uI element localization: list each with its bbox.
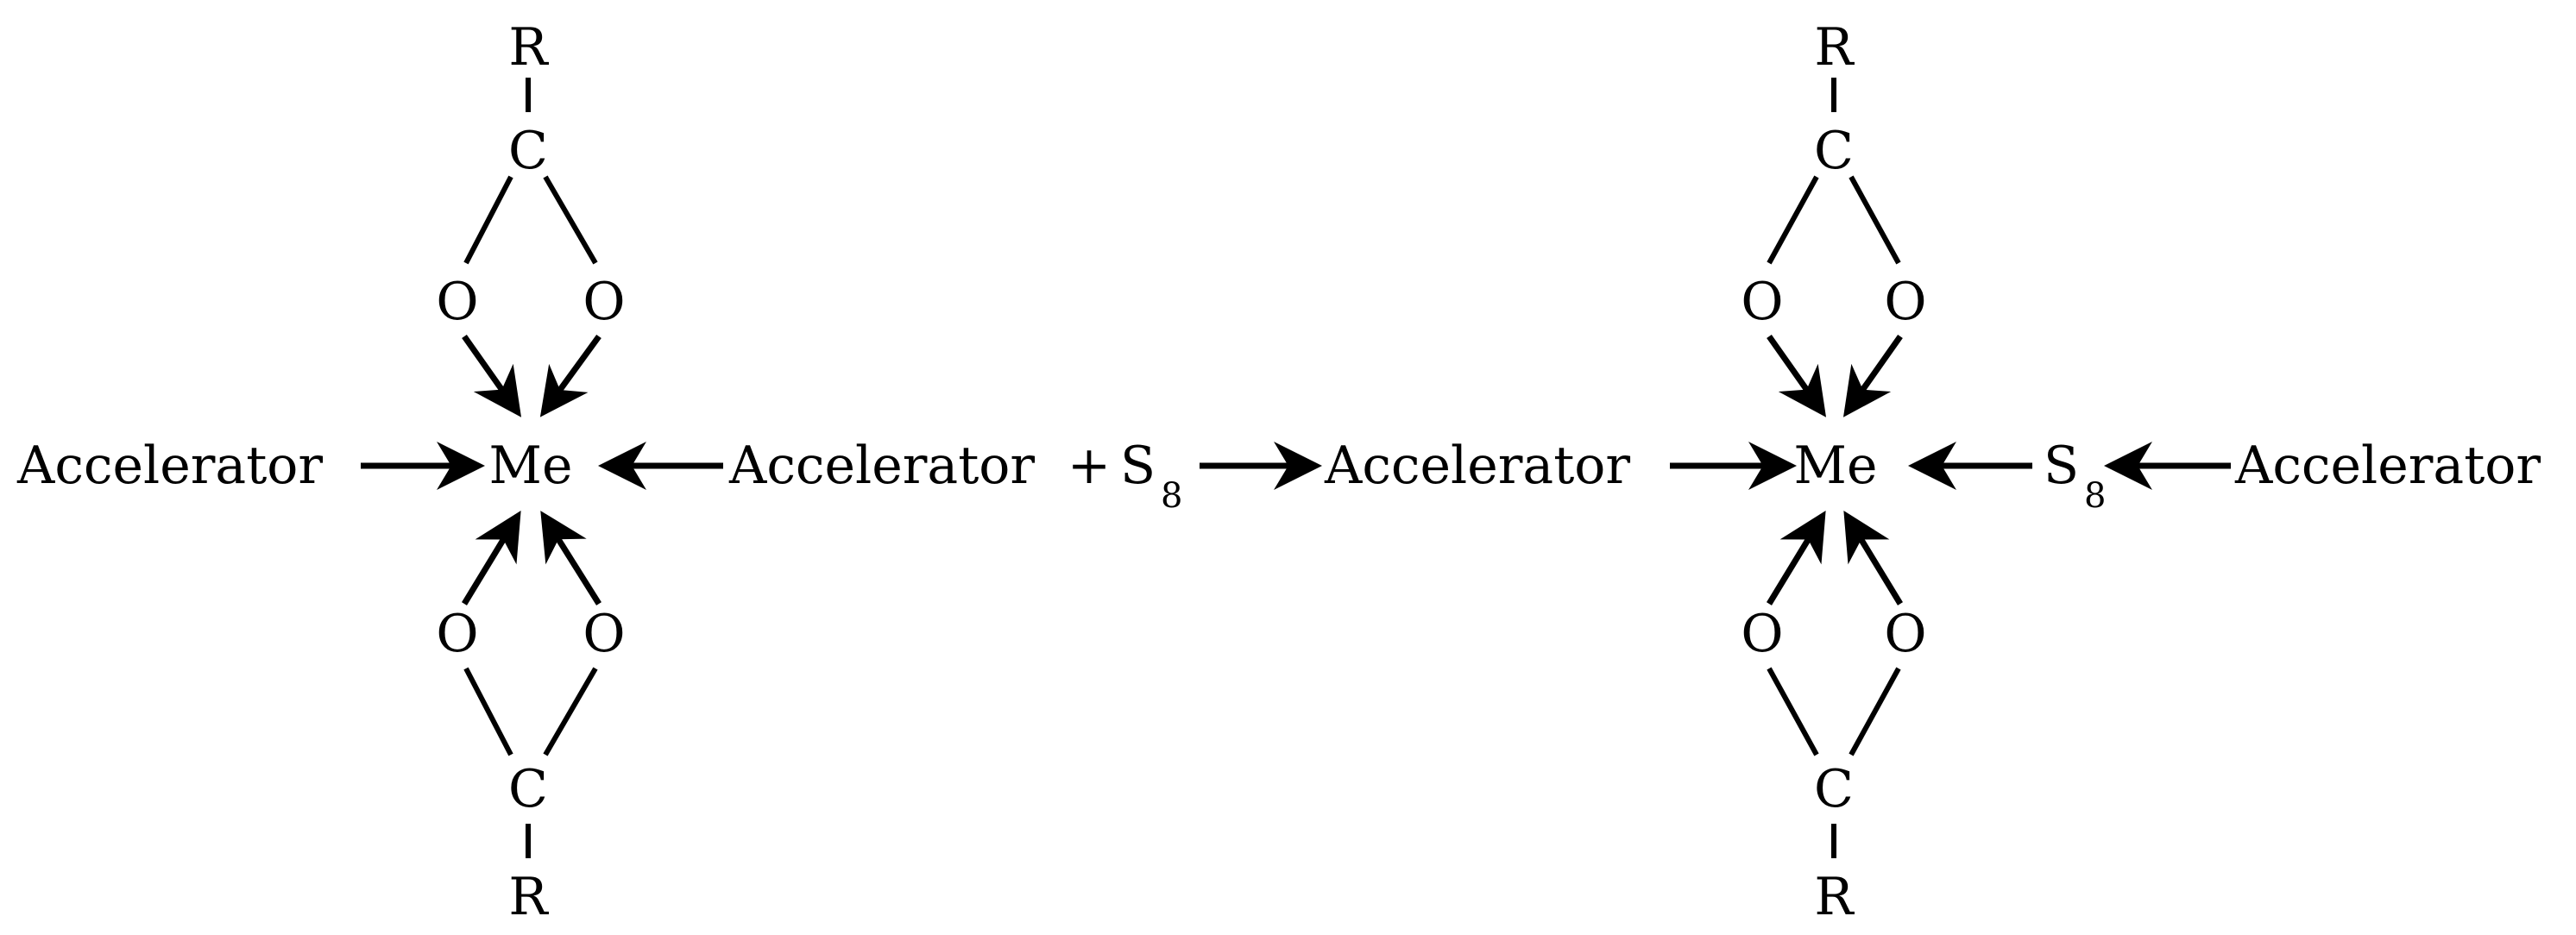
left-right-accelerator-label: Accelerator — [728, 436, 1035, 496]
right-top-c-o-left-bond — [1767, 175, 1819, 265]
left-top-r-atom: R — [508, 17, 549, 78]
right-bottom-c-o-left-bond — [1767, 667, 1819, 756]
right-bottom-o-left-to-me-arrow — [1767, 511, 1826, 606]
right-bottom-c-o-right-bond — [1849, 667, 1901, 756]
right-complex: R C O O Me O O C R S 8 Accelerator — [1670, 17, 2541, 927]
left-sulfur-subscript: 8 — [1161, 476, 1182, 516]
right-sulfur-s: S — [2044, 436, 2079, 496]
left-bottom-o-right-atom: O — [583, 604, 625, 664]
right-bottom-o-right-atom: O — [1884, 604, 1926, 664]
middle-accelerator-label: Accelerator — [1324, 436, 1630, 496]
left-bottom-c-o-right-bond — [543, 667, 598, 756]
left-sulfur-s: S — [1120, 436, 1156, 496]
right-bottom-o-right-to-me-arrow — [1843, 511, 1903, 606]
right-bottom-c-atom: C — [1814, 759, 1854, 819]
left-bottom-o-left-atom: O — [436, 604, 478, 664]
right-top-o-right-to-me-arrow — [1842, 334, 1903, 417]
right-top-o-left-atom: O — [1741, 272, 1783, 332]
left-top-o-right-atom: O — [583, 272, 625, 332]
left-bottom-c-o-left-bond — [463, 667, 513, 756]
left-metal-me: Me — [489, 436, 573, 496]
right-bottom-r-atom: R — [1814, 867, 1855, 927]
left-top-o-left-atom: O — [436, 272, 478, 332]
left-top-o-right-to-me-arrow — [539, 334, 601, 417]
left-accelerator-label: Accelerator — [16, 436, 323, 496]
right-top-o-right-atom: O — [1884, 272, 1926, 332]
right-top-o-left-to-me-arrow — [1767, 334, 1827, 417]
right-bottom-o-left-atom: O — [1741, 604, 1783, 664]
right-metal-me: Me — [1794, 436, 1878, 496]
left-bottom-r-atom: R — [508, 867, 549, 927]
left-bottom-c-atom: C — [508, 759, 548, 819]
left-top-c-o-right-bond — [543, 175, 598, 265]
plus-sign: + — [1068, 436, 1111, 496]
left-top-c-atom: C — [508, 121, 548, 181]
right-top-c-atom: C — [1814, 121, 1854, 181]
right-accelerator-label: Accelerator — [2234, 436, 2541, 496]
right-top-c-o-right-bond — [1849, 175, 1901, 265]
left-complex: R C O O Me O O C R Accelerator Accelerat… — [16, 17, 1182, 927]
left-top-o-left-to-me-arrow — [462, 334, 522, 417]
right-top-r-atom: R — [1814, 17, 1855, 78]
right-sulfur-subscript: 8 — [2084, 476, 2106, 516]
left-top-c-o-left-bond — [463, 175, 513, 265]
left-bottom-o-right-to-me-arrow — [540, 511, 601, 606]
left-bottom-o-left-to-me-arrow — [462, 511, 521, 606]
